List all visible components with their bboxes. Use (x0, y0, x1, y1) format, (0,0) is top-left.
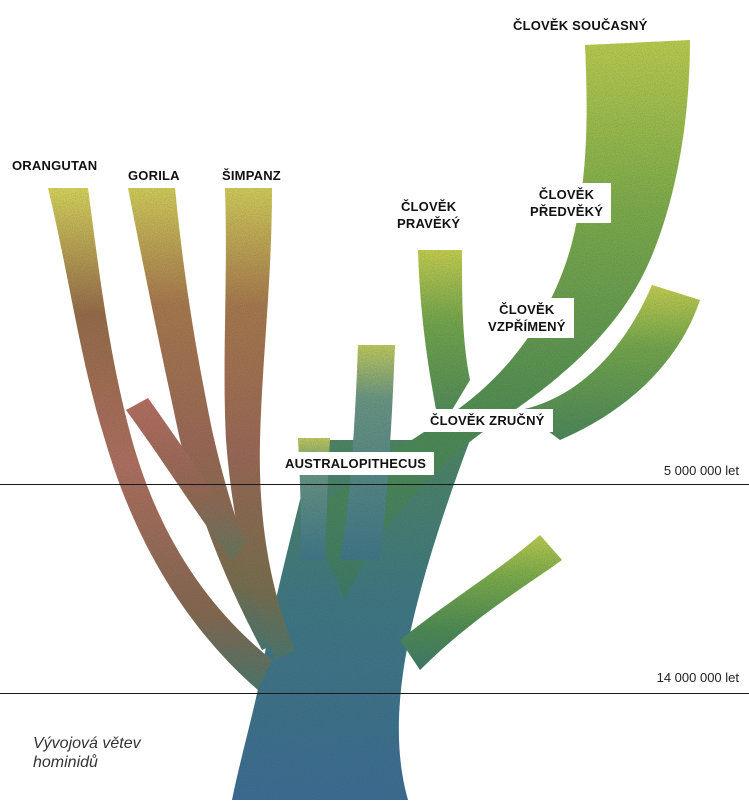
label-orangutan: ORANGUTAN (12, 157, 97, 174)
label-australopithecus: AUSTRALOPITHECUS (277, 452, 434, 475)
label-clovek-pravek-line1: ČLOVĚK (397, 198, 460, 215)
label-clovek-predvek-line1: ČLOVĚK (530, 186, 603, 203)
label-14-million: 14 000 000 let (657, 670, 739, 685)
label-clovek-pravek-line2: PRAVĚKÝ (397, 215, 460, 232)
label-5-million: 5 000 000 let (664, 463, 739, 478)
label-clovek-vzprimeny: ČLOVĚK VZPŘÍMENÝ (480, 298, 574, 338)
diagram-caption: Vývojová větev hominidů (33, 734, 141, 772)
branch-clovek-pravek (418, 250, 470, 430)
label-clovek-pravek: ČLOVĚK PRAVĚKÝ (397, 198, 460, 232)
caption-line1: Vývojová větev (33, 734, 141, 753)
label-gorila: GORILA (128, 167, 180, 184)
label-clovek-vzprimeny-line1: ČLOVĚK (488, 301, 566, 318)
label-clovek-predvek-line2: PŘEDVĚKÝ (530, 203, 603, 220)
label-clovek-soucasny: ČLOVĚK SOUČASNÝ (513, 17, 647, 34)
label-clovek-predvek: ČLOVĚK PŘEDVĚKÝ (522, 183, 611, 223)
label-clovek-zrucny: ČLOVĚK ZRUČNÝ (422, 409, 553, 432)
label-clovek-vzprimeny-line2: VZPŘÍMENÝ (488, 318, 566, 335)
label-simpanz: ŠIMPANZ (222, 167, 281, 184)
rule-14-million (0, 693, 749, 694)
rule-5-million (0, 484, 749, 485)
caption-line2: hominidů (33, 753, 141, 772)
